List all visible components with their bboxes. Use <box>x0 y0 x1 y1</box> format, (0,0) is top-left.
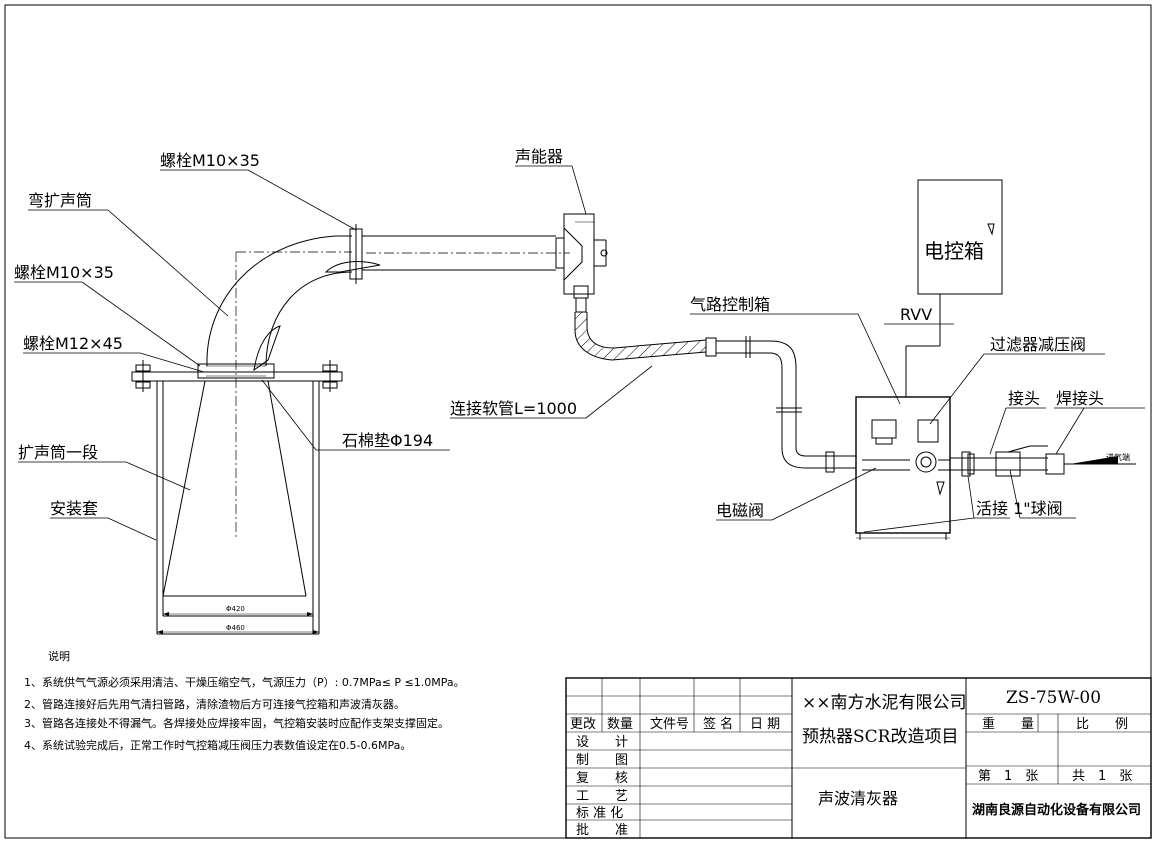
role-label: 标 准 化 <box>576 806 623 821</box>
label-rvv: RVV <box>900 305 932 324</box>
inlet-pipe <box>950 445 1136 477</box>
drawing-border <box>4 4 1152 839</box>
rev-header: 签 名 <box>703 716 733 732</box>
labels: 螺栓M10×35 声能器 弯扩声筒 螺栓M10×35 螺栓M12×45 电控箱 … <box>14 147 1130 520</box>
label-horn-section: 扩声筒一段 <box>18 443 98 462</box>
gas-control-box <box>855 396 951 540</box>
label-bolt-left: 螺栓M10×35 <box>14 263 114 282</box>
product-name: 声波清灰器 <box>818 789 898 808</box>
dimensions: Φ420 Φ460 <box>157 605 319 634</box>
label-joint: 接头 <box>1008 389 1040 408</box>
role-label: 设 计 <box>576 735 628 750</box>
connection-hose <box>574 312 717 361</box>
role-label: 工 艺 <box>576 789 628 804</box>
label-mount-sleeve: 安装套 <box>50 499 98 518</box>
sheet-label: 第 1 张 <box>978 769 1038 784</box>
dim-420-label: Φ420 <box>226 605 245 613</box>
label-filter-valve: 过滤器减压阀 <box>990 335 1086 354</box>
leader-lines <box>14 165 1145 541</box>
drawing-number: ZS-75W-00 <box>1006 688 1101 708</box>
notes-title: 说明 <box>48 649 70 663</box>
maker-name: 湖南良源自动化设备有限公司 <box>972 802 1141 818</box>
label-inlet: 进气端 <box>1106 452 1130 462</box>
role-label: 批 准 <box>576 823 628 838</box>
role-label: 制 图 <box>576 753 628 768</box>
label-gasket: 石棉垫Φ194 <box>342 431 433 450</box>
gas-pipe <box>716 336 856 473</box>
note-item: 2、管路连接好后先用气清扫管路，清除渣物后方可连接气控箱和声波清灰器。 <box>24 697 405 711</box>
label-bolt-top: 螺栓M10×35 <box>160 151 260 170</box>
rev-header: 数量 <box>607 717 633 732</box>
label-bend-horn: 弯扩声筒 <box>28 191 92 210</box>
label-gas-control-box: 气路控制箱 <box>690 295 770 314</box>
label-solenoid: 电磁阀 <box>716 501 764 520</box>
notes: 说明 1、系统供气气源必须采用清洁、干燥压缩空气，气源压力（P）: 0.7MPa… <box>24 649 465 752</box>
sound-generator <box>555 213 608 313</box>
company-line1: ××南方水泥有限公司 <box>802 693 967 713</box>
label-weld-joint: 焊接头 <box>1056 389 1104 408</box>
label-control-box: 电控箱 <box>924 239 984 263</box>
mount-sleeve <box>131 360 343 635</box>
rev-header: 日 期 <box>750 717 780 732</box>
rev-header: 文件号 <box>650 717 689 732</box>
scale-label: 比 例 <box>1076 717 1128 732</box>
label-sound-generator: 声能器 <box>515 147 563 166</box>
note-item: 1、系统供气气源必须采用清洁、干燥压缩空气，气源压力（P）: 0.7MPa≤ P… <box>24 675 465 689</box>
company-line2: 预热器SCR改造项目 <box>802 727 958 747</box>
role-label: 复 核 <box>576 771 628 786</box>
horn-section <box>162 252 307 597</box>
label-hose: 连接软管L=1000 <box>450 399 577 418</box>
control-box <box>905 179 1003 397</box>
note-item: 4、系统试验完成后，正常工作时气控箱减压阀压力表数值设定在0.5-0.6MPa。 <box>24 738 411 752</box>
title-block: 更改 数量 文件号 签 名 日 期 设 计 制 图 复 核 工 艺 标 准 化 … <box>565 677 1152 839</box>
label-bolt-flange: 螺栓M12×45 <box>23 334 123 353</box>
straight-horn <box>362 235 570 271</box>
weight-label: 重 量 <box>982 716 1034 732</box>
total-label: 共 1 张 <box>1072 769 1132 784</box>
rev-header: 更改 <box>570 717 596 732</box>
note-item: 3、管路各连接处不得漏气。各焊接处应焊接牢固，气控箱安装时应配作支架支撑固定。 <box>24 716 449 730</box>
dim-460-label: Φ460 <box>226 624 245 632</box>
label-union-ball: 活接 1"球阀 <box>976 499 1063 518</box>
bend-horn <box>206 224 381 372</box>
